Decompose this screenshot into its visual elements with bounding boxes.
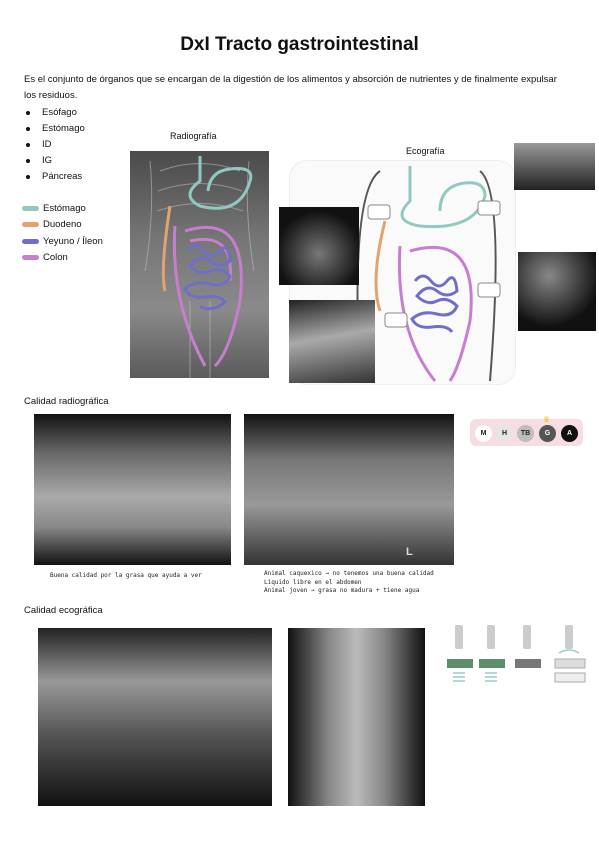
caption-poor: Animal caquexico → no tenemos una buena … bbox=[264, 570, 434, 594]
xray-ventrodorsal bbox=[288, 628, 425, 806]
probe-icon bbox=[554, 625, 586, 683]
legend-item: Yeyuno / Íleon bbox=[22, 233, 103, 250]
list-item: Estómago bbox=[24, 121, 85, 137]
legend-swatch bbox=[22, 222, 39, 228]
list-item: Páncreas bbox=[24, 169, 85, 185]
radiografia-label: Radiografía bbox=[170, 131, 217, 141]
list-item: ID bbox=[24, 137, 85, 153]
scale-item: M bbox=[475, 425, 492, 442]
section-heading-ecografica: Calidad ecográfica bbox=[24, 605, 103, 616]
legend-swatch bbox=[22, 255, 39, 261]
scale-item: H bbox=[496, 425, 513, 442]
color-legend: Estómago Duodeno Yeyuno / Íleon Colon bbox=[22, 200, 103, 266]
organ-list: Esófago Estómago ID IG Páncreas bbox=[24, 105, 85, 185]
ecografia-label: Ecografía bbox=[406, 146, 445, 156]
intro-paragraph: Es el conjunto de órganos que se encarga… bbox=[24, 74, 557, 101]
list-item: IG bbox=[24, 153, 85, 169]
ultrasound-image bbox=[518, 252, 596, 331]
page-title: DxI Tracto gastrointestinal bbox=[180, 34, 419, 55]
probe-icon bbox=[515, 625, 541, 668]
xray-poor-quality: L bbox=[244, 414, 454, 565]
xray-lateral bbox=[38, 628, 272, 806]
section-heading-radiografica: Calidad radiográfica bbox=[24, 396, 109, 407]
probe-illustrations bbox=[447, 625, 586, 683]
legend-item: Estómago bbox=[22, 200, 103, 217]
xray-good-quality bbox=[34, 414, 231, 565]
legend-swatch bbox=[22, 205, 39, 211]
side-marker: L bbox=[406, 546, 413, 558]
caption-good: Buena calidad por la grasa que ayuda a v… bbox=[50, 572, 202, 579]
probe-icon bbox=[479, 625, 505, 682]
gi-tract-overlay bbox=[144, 156, 255, 378]
ultrasound-image bbox=[279, 207, 359, 285]
ultrasound-image bbox=[514, 143, 595, 190]
legend-item: Colon bbox=[22, 250, 103, 267]
ultrasound-image bbox=[289, 300, 375, 383]
list-item: Esófago bbox=[24, 105, 85, 121]
quality-scale: M H TB G A ♛ bbox=[470, 415, 583, 446]
radiograph-overlay-image bbox=[130, 151, 269, 378]
scale-item: A bbox=[561, 425, 578, 442]
scale-item: TB bbox=[517, 425, 534, 442]
probe-icon bbox=[447, 625, 473, 682]
legend-swatch bbox=[22, 238, 39, 244]
crown-icon: ♛ bbox=[543, 415, 551, 424]
legend-item: Duodeno bbox=[22, 217, 103, 234]
scale-item: G bbox=[539, 425, 556, 442]
